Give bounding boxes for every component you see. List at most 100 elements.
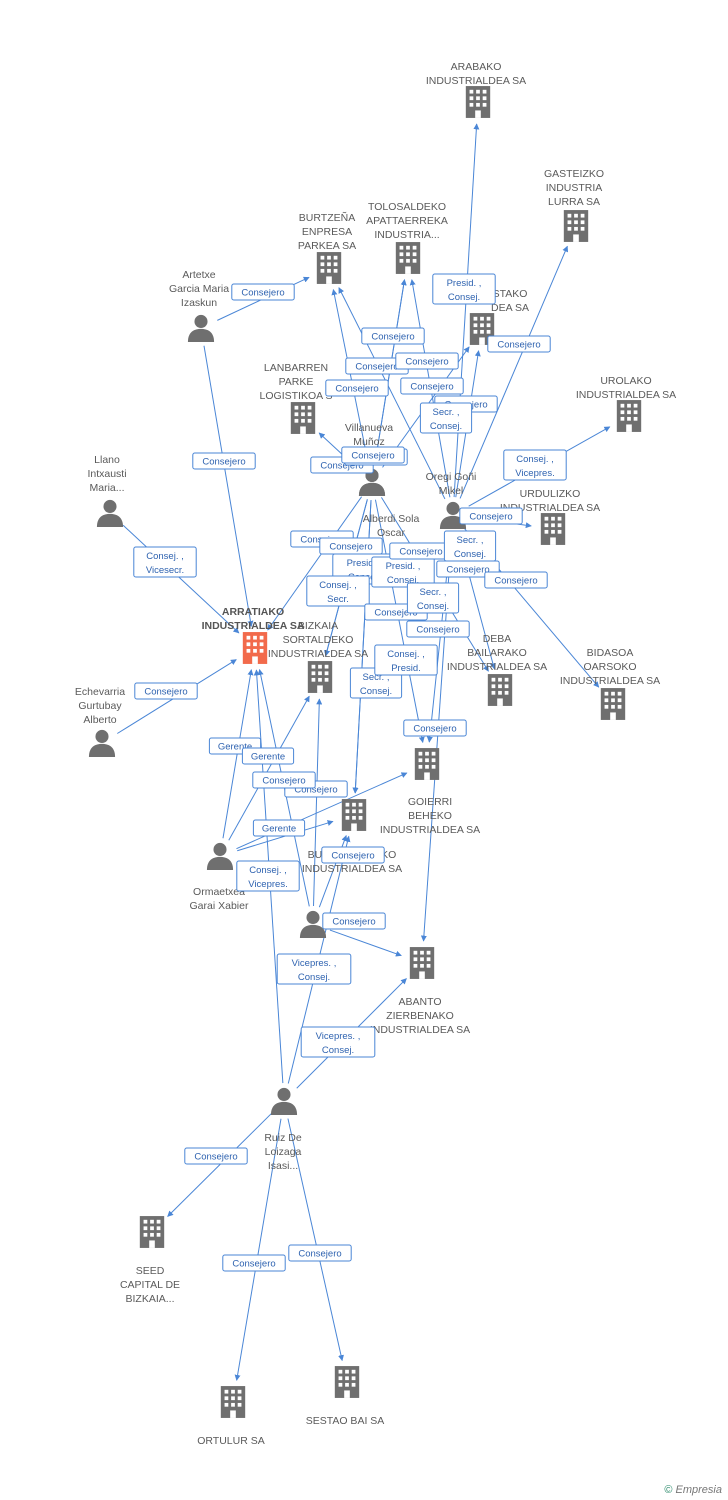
relation-box <box>322 912 386 930</box>
relation-r06[interactable]: Consejero <box>395 352 459 370</box>
relation-r27[interactable]: Consejero <box>406 620 470 638</box>
node-ruiz[interactable]: Ruiz DeLoizagaIsasi... <box>264 1087 302 1172</box>
relation-r32[interactable]: Consejero <box>134 682 198 700</box>
relation-r11[interactable]: Consejero <box>192 452 256 470</box>
node-tolosaldeko[interactable]: TOLOSALDEKOAPATTAERREKAINDUSTRIA... <box>366 201 448 274</box>
relation-r03[interactable]: Consejero <box>361 327 425 345</box>
node-label: ARABAKO <box>451 61 502 73</box>
relation-r45[interactable]: Consejero <box>288 1244 352 1262</box>
relation-label: Consejero <box>320 461 363 472</box>
relation-label: Secr. , <box>363 672 390 683</box>
relation-r15[interactable]: Consej. ,Vicesecr. <box>133 546 197 578</box>
relation-label: Consejero <box>371 332 414 343</box>
relation-r35[interactable]: Gerente <box>241 747 295 765</box>
relation-r24[interactable]: Consejero <box>436 560 500 578</box>
relation-r30[interactable]: Consej. ,Presid. <box>374 644 438 676</box>
relation-r25[interactable]: Consejero <box>484 571 548 589</box>
building-icon <box>600 688 626 720</box>
node-label: URDULIZKO <box>520 488 581 500</box>
relation-r07[interactable]: Consejero <box>325 379 389 397</box>
relation-r22[interactable]: Consejero <box>389 542 453 560</box>
relation-r40[interactable]: Consejero <box>322 912 386 930</box>
node-label: BURTZEÑA <box>299 211 355 224</box>
relation-r18[interactable]: Consejero <box>459 507 523 525</box>
relation-label: Consejero <box>405 357 448 368</box>
relation-r14[interactable]: Consej. ,Vicepres. <box>503 449 567 481</box>
relation-label: Secr. , <box>457 535 484 546</box>
node-label: Artetxe <box>182 269 215 281</box>
relation-r04[interactable]: Consejero <box>487 335 551 353</box>
relation-box <box>231 283 295 301</box>
node-sestao[interactable]: SESTAO BAI SA <box>306 1366 385 1427</box>
relation-label: Secr. , <box>433 407 460 418</box>
node-label: GOIERRI <box>408 796 452 808</box>
relation-r39[interactable]: Consej. ,Vicepres. <box>236 860 300 892</box>
node-llano[interactable]: LlanoIntxaustiMaria... <box>87 454 127 527</box>
relation-r08[interactable]: Consejero <box>400 377 464 395</box>
relation-r20[interactable]: Presid. ,Consej. <box>371 556 435 588</box>
relation-r43[interactable]: Vicepres. ,Consej. <box>300 1026 376 1058</box>
relation-label: Consejero <box>241 288 284 299</box>
building-icon <box>465 86 491 118</box>
node-label: Garcia Maria <box>169 283 229 295</box>
relation-label: Vicepres. , <box>316 1031 361 1042</box>
relation-box <box>419 402 473 434</box>
relation-r44[interactable]: Consejero <box>222 1254 286 1272</box>
node-busturialdeko[interactable]: BUSTURIALDEKOINDUSTRIALDEA SA <box>302 799 402 875</box>
relation-r23[interactable]: Secr. ,Consej. <box>443 530 497 562</box>
relation-r41[interactable]: Consejero <box>184 1147 248 1165</box>
relation-box <box>374 644 438 676</box>
node-label: ARRATIAKO <box>222 606 284 618</box>
relation-r37[interactable]: Consejero <box>321 846 385 864</box>
node-label: INDUSTRIALDEA SA <box>268 648 368 660</box>
relation-r31[interactable]: Secr. ,Consej. <box>406 582 460 614</box>
node-label: LANBARREN <box>264 362 328 374</box>
relation-r46[interactable]: Consejero <box>341 446 405 464</box>
node-label: Ormaetxea <box>193 886 245 898</box>
node-label: Mikel <box>439 485 464 497</box>
relation-r01[interactable]: Consejero <box>231 283 295 301</box>
node-label: Intxausti <box>87 468 126 480</box>
node-label: INDUSTRIALDEA SA <box>302 863 402 875</box>
relation-r29[interactable]: Consejero <box>403 719 467 737</box>
relation-label: Consejero <box>232 1259 275 1270</box>
node-label: GASTEIZKO <box>544 168 604 180</box>
relation-r02[interactable]: Presid. ,Consej. <box>432 273 496 305</box>
relation-r17[interactable]: Consejero <box>319 537 383 555</box>
relation-r42[interactable]: Vicepres. ,Consej. <box>276 953 352 985</box>
relation-r38[interactable]: Gerente <box>252 819 306 837</box>
relation-label: Consejero <box>329 542 372 553</box>
building-icon <box>563 210 589 242</box>
relation-label: Consejero <box>194 1152 237 1163</box>
node-label: INDUSTRIALDEA SA <box>560 675 660 687</box>
node-label: SORTALDEKO <box>283 634 354 646</box>
relation-r10[interactable]: Secr. ,Consej. <box>419 402 473 434</box>
node-label: OARSOKO <box>583 661 636 673</box>
relation-label: Vicepres. , <box>292 958 337 969</box>
node-ortulur[interactable]: ORTULUR SA <box>197 1386 265 1447</box>
relation-label: Vicepres. <box>515 468 554 479</box>
footer-brand[interactable]: © Empresia <box>664 1484 722 1496</box>
relation-r36[interactable]: Consejero <box>252 771 316 789</box>
relation-r21[interactable]: Consej. ,Secr. <box>306 575 370 607</box>
